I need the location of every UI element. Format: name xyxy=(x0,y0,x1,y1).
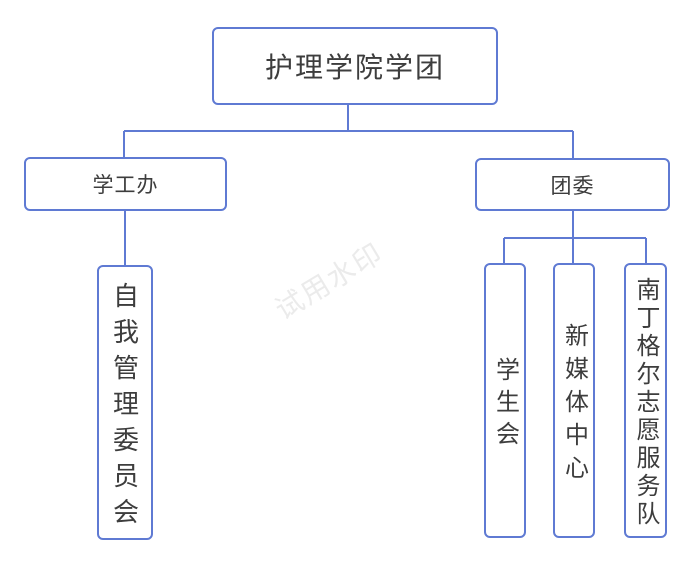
node-self-management-committee[interactable]: 自我管理委员会 xyxy=(97,265,153,540)
node-root[interactable]: 护理学院学团 xyxy=(212,27,498,105)
node-nightingale-volunteer-service-team[interactable]: 南丁格尔志愿服务队 xyxy=(624,263,667,538)
node-student-union-label: 学生会 xyxy=(491,356,519,453)
node-youth-league-committee-label: 团委 xyxy=(550,174,595,198)
node-student-affairs-office-label: 学工办 xyxy=(92,174,159,197)
node-student-affairs-office[interactable]: 学工办 xyxy=(24,157,227,211)
node-nightingale-volunteer-service-team-label: 南丁格尔志愿服务队 xyxy=(632,276,659,529)
node-student-union[interactable]: 学生会 xyxy=(484,263,526,538)
node-youth-league-committee[interactable]: 团委 xyxy=(475,158,670,211)
node-new-media-center[interactable]: 新媒体中心 xyxy=(553,263,595,538)
node-root-label: 护理学院学团 xyxy=(264,52,445,83)
trial-watermark: 试用水印 xyxy=(269,237,389,326)
node-new-media-center-label: 新媒体中心 xyxy=(560,322,588,488)
node-self-management-committee-label: 自我管理委员会 xyxy=(109,281,140,534)
